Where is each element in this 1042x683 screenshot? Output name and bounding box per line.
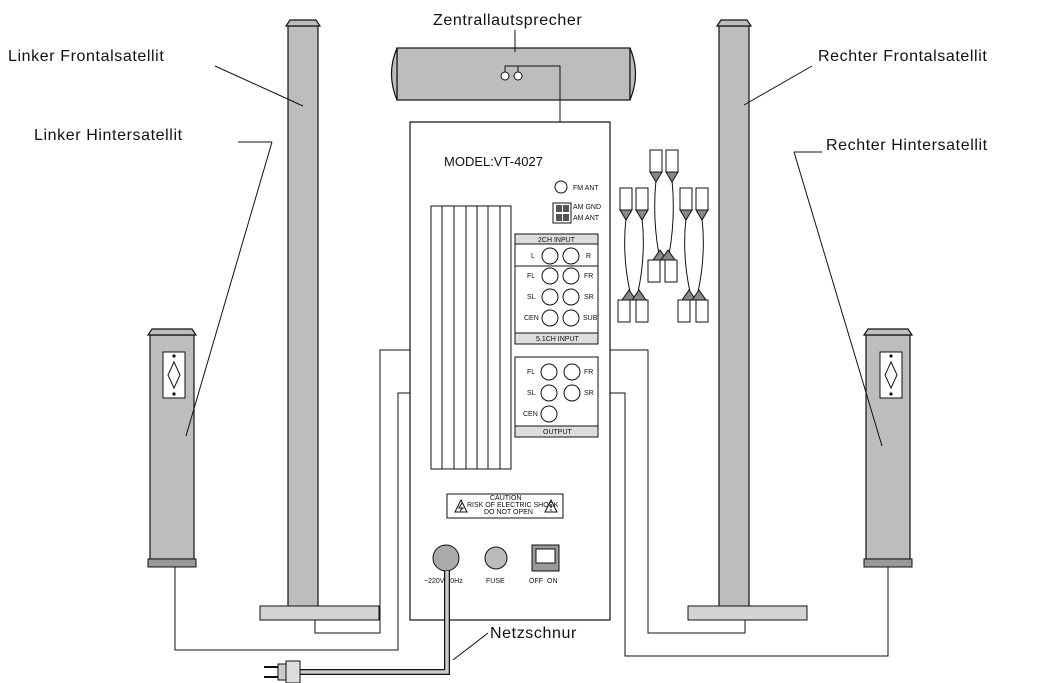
input-jack-l — [541, 247, 559, 265]
svg-text:FL: FL — [527, 273, 535, 280]
output-jack-fl — [540, 363, 558, 381]
power-cord — [264, 571, 450, 683]
svg-text:R: R — [586, 253, 591, 260]
svg-text:ON: ON — [547, 578, 558, 585]
svg-text:FR: FR — [584, 369, 593, 376]
input-jack-sub — [562, 309, 580, 327]
rca-cable-right — [677, 187, 709, 323]
output-jack-fr — [563, 363, 581, 381]
leader-left-rear-2 — [185, 141, 273, 437]
rca-cable-left — [617, 187, 649, 323]
input-jack-sr — [562, 288, 580, 306]
svg-text:RISK OF ELECTRIC SHOCK: RISK OF ELECTRIC SHOCK — [467, 502, 559, 509]
input-jack-cen — [541, 309, 559, 327]
input-jack-r — [562, 247, 580, 265]
svg-text:DO NOT OPEN: DO NOT OPEN — [484, 509, 533, 516]
leader-power-cord — [452, 632, 489, 661]
leader-right-rear-2 — [793, 151, 883, 447]
left-rear-satellite — [146, 328, 523, 651]
fm-antenna-jack — [554, 180, 568, 194]
svg-text:L: L — [531, 253, 535, 260]
svg-text:OFF: OFF — [529, 578, 543, 585]
svg-text:SR: SR — [584, 294, 594, 301]
svg-text:2CH INPUT: 2CH INPUT — [538, 237, 576, 244]
svg-text:CEN: CEN — [524, 315, 539, 322]
svg-text:FL: FL — [527, 369, 535, 376]
svg-text:FM ANT: FM ANT — [573, 185, 599, 192]
svg-text:FR: FR — [584, 273, 593, 280]
right-front-tower — [574, 19, 808, 634]
svg-text:FUSE: FUSE — [486, 578, 505, 585]
label-power-cord: Netzschnur — [490, 625, 577, 642]
leader-left-front — [214, 65, 304, 107]
leader-right-front — [743, 65, 813, 106]
output-block: OUTPUT FL FR SL SR CEN — [514, 356, 599, 438]
label-right-rear: Rechter Hintersatellit — [826, 137, 988, 154]
heat-sink — [430, 205, 512, 470]
svg-text:SL: SL — [527, 390, 536, 397]
label-right-front: Rechter Frontalsatellit — [818, 48, 987, 65]
label-center-speaker: Zentrallautsprecher — [433, 12, 582, 29]
shock-warning-icon — [454, 498, 468, 513]
input-jack-fr — [562, 267, 580, 285]
output-jack-sl — [540, 384, 558, 402]
svg-text:AM ANT: AM ANT — [573, 215, 600, 222]
fuse-holder — [484, 546, 508, 570]
caution-label: CAUTION RISK OF ELECTRIC SHOCK DO NOT OP… — [446, 493, 564, 519]
model-label: MODEL:VT-4027 — [444, 154, 543, 169]
svg-text:SL: SL — [527, 294, 536, 301]
input-jack-fl — [541, 267, 559, 285]
rca-cables — [617, 149, 709, 323]
rca-cable-middle — [647, 149, 679, 283]
svg-text:SUB: SUB — [583, 315, 598, 322]
svg-text:CAUTION: CAUTION — [490, 495, 522, 502]
power-inlet — [432, 544, 460, 572]
svg-text:~220V/50Hz: ~220V/50Hz — [424, 578, 463, 585]
label-left-rear: Linker Hintersatellit — [34, 127, 183, 144]
svg-text:5.1CH INPUT: 5.1CH INPUT — [536, 336, 580, 343]
svg-text:CEN: CEN — [523, 411, 538, 418]
left-front-tower — [259, 19, 524, 634]
svg-text:AM GND: AM GND — [573, 204, 601, 211]
svg-text:OUTPUT: OUTPUT — [543, 429, 573, 436]
output-jack-cen — [540, 405, 558, 423]
output-jack-sr — [563, 384, 581, 402]
svg-text:SR: SR — [584, 390, 594, 397]
input-jack-sl — [541, 288, 559, 306]
label-left-front: Linker Frontalsatellit — [8, 48, 164, 65]
input-block: 2CH INPUT 5.1CH INPUT L R FL FR SL SR CE… — [514, 233, 599, 345]
amplifier-back-panel: MODEL:VT-4027 FM ANT AM GND AM ANT 2CH I… — [409, 121, 611, 621]
